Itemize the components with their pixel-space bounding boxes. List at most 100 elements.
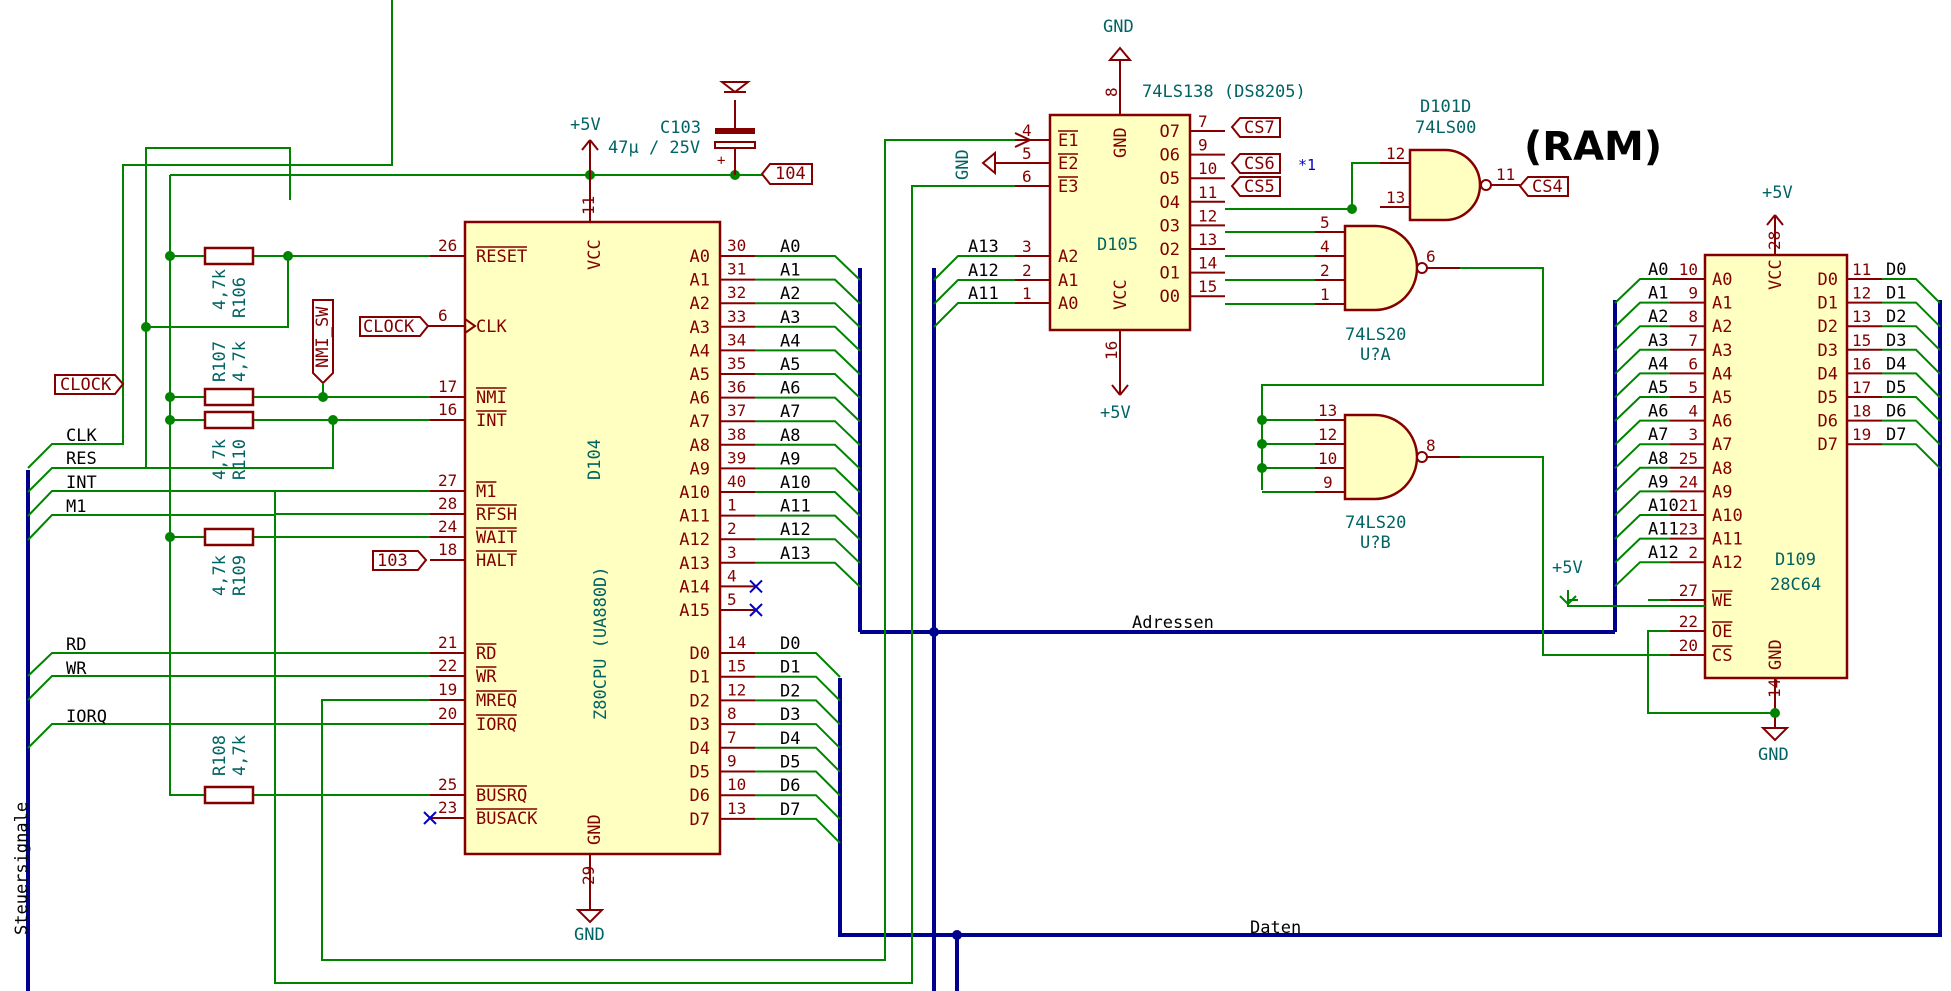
svg-text:4,7k: 4,7k: [230, 341, 250, 382]
svg-text:U?A: U?A: [1360, 345, 1391, 365]
no-connect-marker: [749, 603, 763, 617]
nand-u-b: 13 12 10 9 8 74LS20 U?B: [1257, 401, 1705, 656]
eeprom-data-wire: [1882, 325, 1941, 351]
eeprom-addr-name: A9: [1712, 482, 1732, 502]
svg-text:+5V: +5V: [570, 115, 601, 135]
cpu-pin-number: 24: [438, 517, 457, 536]
bus-junction: [929, 627, 939, 637]
cpu-addr-pin-number: 33: [727, 307, 746, 326]
eeprom-addr-name: A1: [1712, 294, 1732, 314]
cpu-pin-number: 27: [438, 471, 457, 490]
eeprom-addr-net: A1: [1648, 284, 1668, 304]
svg-text:GND: GND: [1111, 127, 1131, 158]
addr-net-label: A9: [780, 449, 800, 469]
svg-text:R108: R108: [210, 735, 230, 776]
decoder-out-name: O3: [1160, 216, 1180, 236]
svg-text:GND: GND: [574, 925, 605, 945]
addr-wire: [755, 420, 861, 446]
cpu-pin-name: RD: [476, 644, 496, 664]
svg-text:16: 16: [1102, 341, 1121, 360]
eeprom-data-num: 17: [1852, 378, 1871, 397]
data-wire: [755, 794, 841, 820]
decoder-out-num: 11: [1198, 183, 1217, 202]
eeprom-ctrl-num: 27: [1679, 581, 1698, 600]
control-bus-label: Steuersignale: [12, 802, 32, 935]
cpu-pin-name: INT: [476, 411, 507, 431]
svg-text:D105: D105: [1097, 235, 1138, 255]
eeprom-addr-name: A7: [1712, 435, 1732, 455]
cap-c103: C103 47µ / 25V + 104: [585, 81, 813, 185]
cpu-pin-name: RESET: [476, 247, 527, 267]
svg-text:12: 12: [1386, 144, 1405, 163]
wire-mreq-e1: [321, 139, 1050, 961]
svg-text:GND: GND: [585, 814, 605, 845]
svg-text:8: 8: [1426, 436, 1436, 455]
net-m1: M1: [66, 497, 86, 517]
eeprom-addr-wire: [1614, 466, 1670, 493]
decoder-out-num: 10: [1198, 159, 1217, 178]
cpu-pin-name: WAIT: [476, 528, 517, 548]
cpu-data-pin-name: D7: [690, 810, 710, 830]
decoder-out-name: O1: [1160, 264, 1180, 284]
eeprom-addr-name: A4: [1712, 364, 1732, 384]
vcc-rail-resistors: [169, 175, 205, 796]
cpu-addr-pin-name: A9: [690, 459, 710, 479]
wire-iorq: [27, 723, 465, 749]
cpu-addr-pin-name: A3: [690, 318, 710, 338]
svg-text:74LS20: 74LS20: [1345, 513, 1406, 533]
cpu-addr-pin-name: A13: [679, 554, 710, 574]
cpu-addr-pin-number: 3: [727, 543, 737, 562]
eeprom-addr-name: A8: [1712, 459, 1732, 479]
data-net-label: D0: [780, 634, 800, 654]
eeprom-addr-net: A0: [1648, 260, 1668, 280]
cpu-pin-name: NMI: [476, 388, 507, 408]
eeprom-addr-net: A6: [1648, 402, 1668, 422]
cpu-data-pin-name: D5: [690, 763, 710, 783]
svg-text:D104: D104: [585, 439, 605, 480]
decoder-out-num: 12: [1198, 206, 1217, 225]
cpu-data-pin-number: 14: [727, 633, 746, 652]
cpu-addr-pin-number: 35: [727, 354, 746, 373]
addr-wire: [755, 538, 861, 564]
svg-text:U?B: U?B: [1360, 533, 1391, 553]
cpu-pin-number: 23: [438, 798, 457, 817]
cpu-addr-pin-number: 40: [727, 472, 746, 491]
decoder-out-name: O7: [1160, 122, 1180, 142]
eeprom-data-wire: [1882, 301, 1941, 328]
eeprom-data-wire: [1882, 348, 1941, 375]
eeprom-data-net: D7: [1886, 425, 1906, 445]
cpu-pin-number: 16: [438, 400, 457, 419]
cpu-pin-number: 25: [438, 775, 457, 794]
cpu-addr-pin-name: A10: [679, 483, 710, 503]
eeprom-addr-num: 6: [1688, 354, 1698, 373]
data-bus: [838, 300, 1942, 937]
cpu-addr-pin-name: A5: [690, 365, 710, 385]
eeprom-addr-wire: [1614, 325, 1670, 351]
cpu-addr-pin-number: 36: [727, 378, 746, 397]
svg-text:VCC: VCC: [1766, 259, 1786, 290]
nmi-sw-label: NMI_SW: [312, 299, 334, 397]
buses: Adressen Daten Steuersignale: [12, 268, 1942, 991]
cpu-addr-pin-name: A1: [690, 271, 710, 291]
net-clk: CLK: [66, 426, 97, 446]
decoder-body: [1048, 113, 1192, 332]
cpu-addr-pin-number: 5: [727, 590, 737, 609]
eeprom-ctrl-num: 20: [1679, 636, 1698, 655]
cpu-addr-pin-number: 32: [727, 283, 746, 302]
eeprom-addr-net: A9: [1648, 472, 1668, 492]
svg-text:28C64: 28C64: [1770, 575, 1821, 595]
decoder-in-name: E3: [1058, 177, 1078, 197]
addr-wire: [755, 278, 861, 305]
addr-net-label: A11: [780, 497, 811, 517]
net-iorq: IORQ: [66, 707, 107, 727]
decoder-out-num: 15: [1198, 277, 1217, 296]
addr-net-label: A8: [780, 426, 800, 446]
svg-text:*1: *1: [1298, 156, 1316, 174]
eeprom-addr-num: 24: [1679, 472, 1698, 491]
eeprom-data-wire: [1882, 419, 1941, 446]
svg-text:D101D: D101D: [1420, 97, 1471, 117]
cpu-pin-number: 6: [438, 306, 448, 325]
addr-wire: [755, 349, 861, 376]
addr-net-label: A3: [780, 308, 800, 328]
eeprom-addr-net: A4: [1648, 354, 1668, 374]
